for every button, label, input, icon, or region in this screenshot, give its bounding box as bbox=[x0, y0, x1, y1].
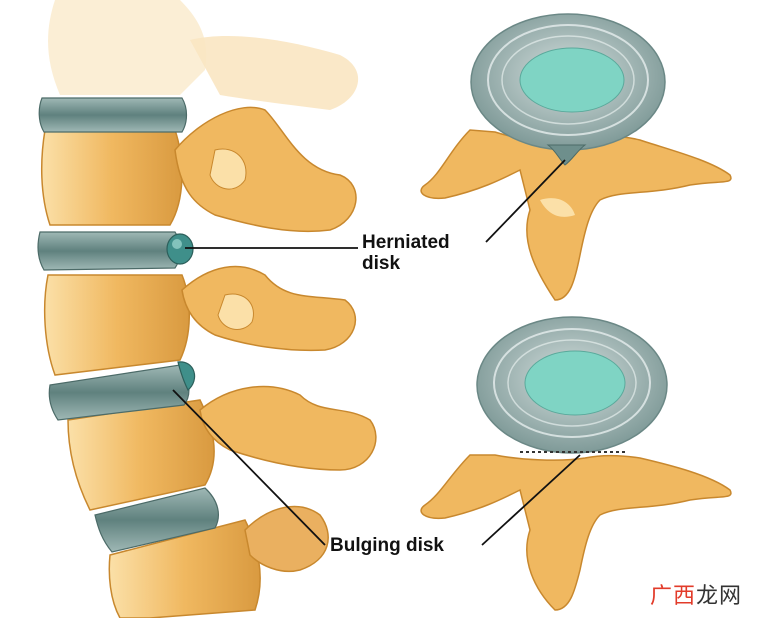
upper-vertebra-faded bbox=[48, 0, 207, 95]
herniated-leader-right bbox=[485, 159, 566, 243]
watermark: 广西龙网 bbox=[650, 578, 742, 610]
posterior-process-2 bbox=[181, 265, 356, 352]
herniated-label-line1: Herniated bbox=[362, 232, 450, 253]
herniation-bulb bbox=[166, 233, 194, 265]
vertebra-cross-section-herniated bbox=[420, 13, 732, 301]
vertebra-cross-section-bulging bbox=[420, 316, 732, 611]
posterior-process-3 bbox=[199, 385, 377, 471]
watermark-part2: 龙网 bbox=[696, 584, 743, 609]
bulging-label: Bulging disk bbox=[330, 535, 444, 556]
herniated-label: Herniated disk bbox=[362, 232, 450, 274]
disk-4 bbox=[94, 487, 219, 553]
disk-2-herniated bbox=[37, 231, 181, 271]
posterior-process-1 bbox=[174, 106, 357, 233]
herniated-label-line2: disk bbox=[362, 253, 401, 274]
posterior-process-4 bbox=[244, 505, 329, 572]
facet-1 bbox=[209, 148, 247, 190]
vertebra-body-2 bbox=[43, 274, 190, 376]
bulging-leader-left bbox=[172, 389, 326, 546]
bulge bbox=[177, 361, 196, 391]
bulging-leader-right bbox=[481, 454, 581, 546]
disk-1 bbox=[38, 97, 188, 133]
watermark-part1: 广西 bbox=[650, 584, 697, 609]
upper-process-faded bbox=[190, 35, 359, 110]
vertebra-body-1 bbox=[40, 129, 183, 226]
facet-2 bbox=[217, 293, 254, 330]
